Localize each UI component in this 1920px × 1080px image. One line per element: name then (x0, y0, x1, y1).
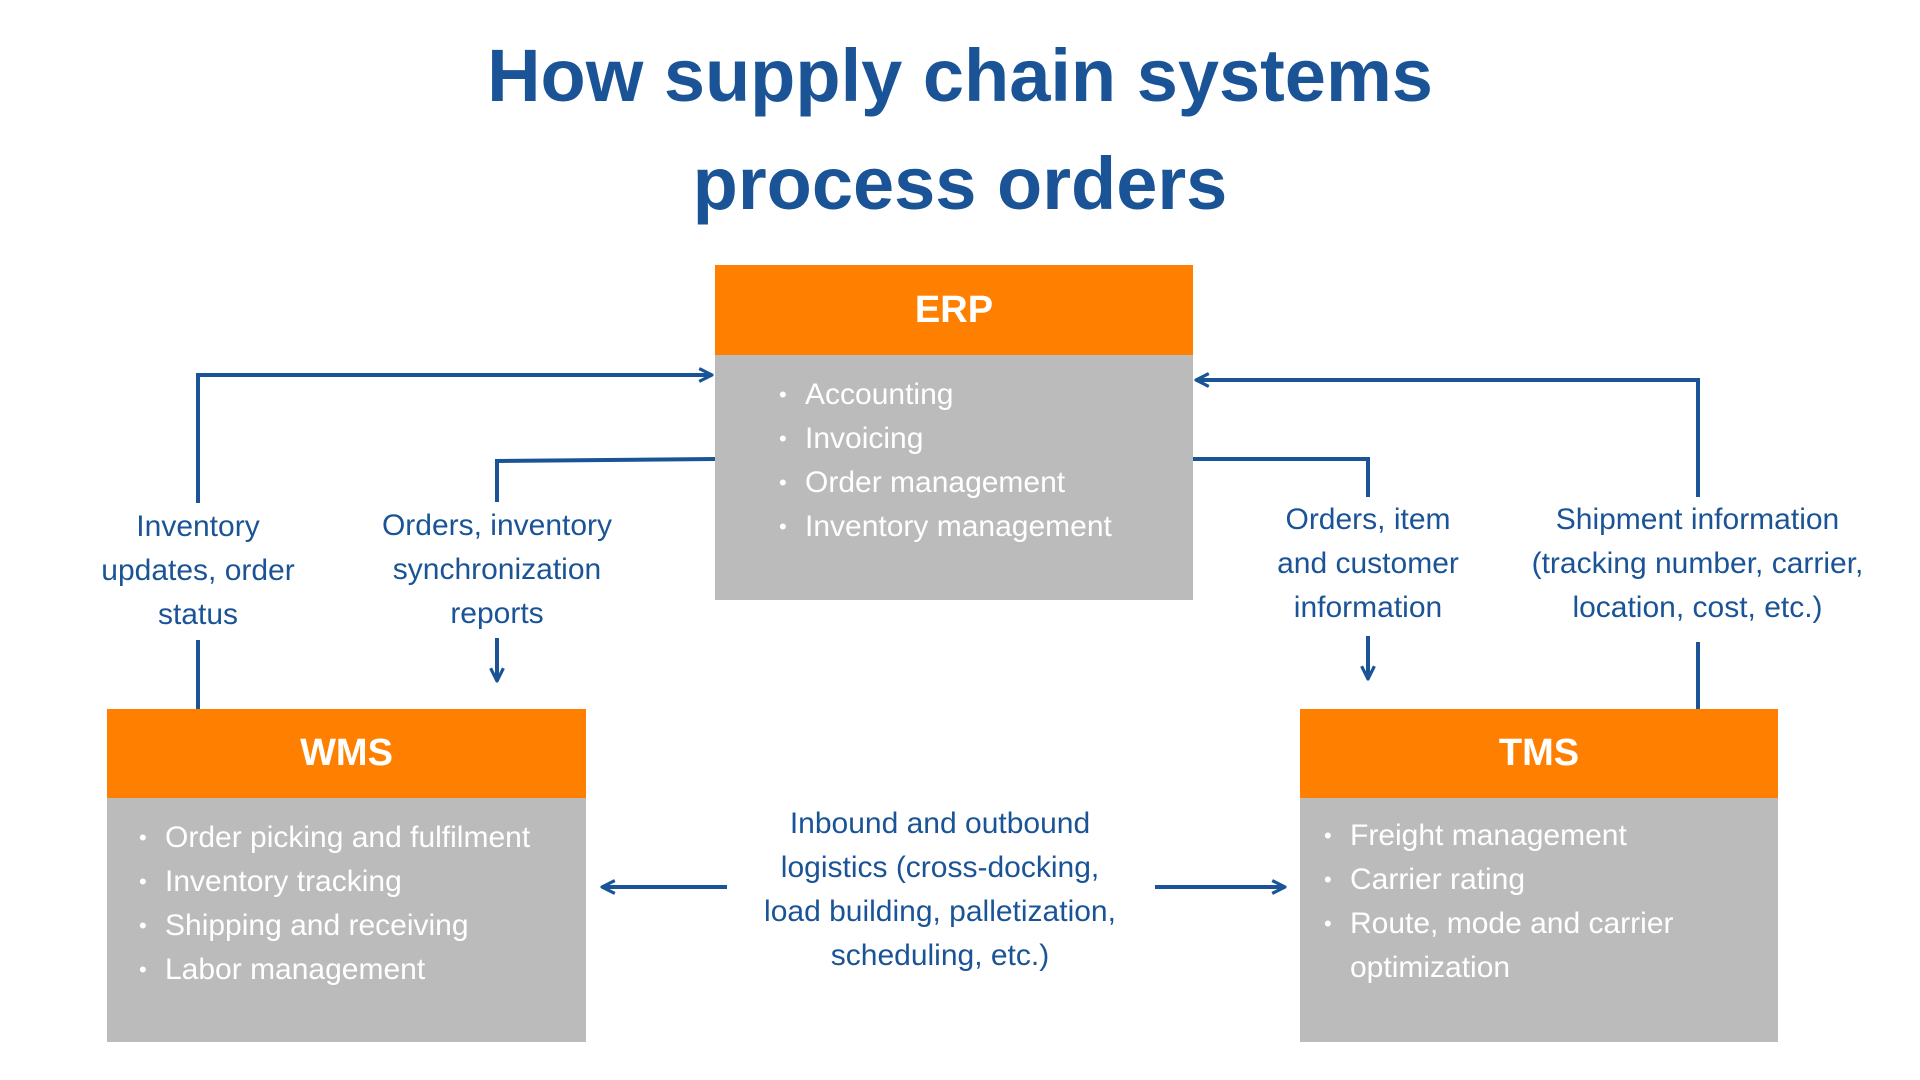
tms-box: TMS Freight management Carrier rating Ro… (1300, 709, 1778, 1042)
wms-function-item: Shipping and receiving (137, 904, 586, 948)
erp-function-item: Invoicing (777, 417, 1193, 461)
erp-header: ERP (715, 265, 1193, 355)
tms-function-item: Carrier rating (1322, 858, 1778, 902)
diagram-title: How supply chain systems process orders (0, 22, 1920, 238)
erp-body: Accounting Invoicing Order management In… (715, 355, 1193, 600)
flow-label-logistics: Inbound and outbound logistics (cross-do… (735, 802, 1145, 978)
wms-header: WMS (107, 709, 586, 798)
flow-label-line: Inventory (136, 510, 260, 543)
flow-label-line: logistics (cross-docking, (780, 851, 1100, 884)
flow-label-line: Inbound and outbound (789, 807, 1091, 840)
connector-wms-to-erp-upper (196, 375, 712, 503)
wms-function-list: Order picking and fulfilment Inventory t… (137, 816, 586, 992)
connector-erp-to-wms-upper (495, 457, 716, 502)
wms-function-item: Inventory tracking (137, 860, 586, 904)
flow-label-line: scheduling, etc.) (830, 939, 1050, 972)
flow-label-line: Shipment information (1555, 503, 1840, 536)
tms-function-list: Freight management Carrier rating Route,… (1322, 814, 1778, 990)
wms-function-item: Labor management (137, 948, 586, 992)
wms-box: WMS Order picking and fulfilment Invento… (107, 709, 586, 1042)
flow-label-line: load building, palletization, (764, 895, 1116, 928)
flow-label-tms-to-erp: Shipment information (tracking number, c… (1525, 498, 1870, 630)
flow-label-erp-to-wms: Orders, inventory synchronization report… (357, 504, 637, 636)
erp-function-item: Inventory management (777, 505, 1193, 549)
tms-header: TMS (1300, 709, 1778, 798)
flow-label-line: Orders, inventory (381, 509, 613, 542)
erp-function-list: Accounting Invoicing Order management In… (777, 373, 1193, 549)
flow-label-erp-to-tms: Orders, item and customer information (1253, 498, 1483, 630)
erp-function-item: Accounting (777, 373, 1193, 417)
wms-body: Order picking and fulfilment Inventory t… (107, 798, 586, 1042)
title-line-2: process orders (692, 142, 1228, 225)
erp-box: ERP Accounting Invoicing Order managemen… (715, 265, 1193, 600)
flow-label-line: reports (450, 597, 544, 630)
erp-function-item: Order management (777, 461, 1193, 505)
flow-label-line: status (157, 598, 239, 631)
flow-label-line: information (1293, 591, 1443, 624)
connector-tms-to-erp-upper (1196, 380, 1700, 497)
flow-label-line: synchronization (392, 553, 602, 586)
wms-function-item: Order picking and fulfilment (137, 816, 586, 860)
flow-label-line: location, cost, etc.) (1572, 591, 1823, 624)
tms-function-item: Route, mode and carrier optimization (1322, 902, 1680, 990)
flow-label-line: updates, order (101, 554, 295, 587)
flow-label-line: and customer (1277, 547, 1459, 580)
title-line-1: How supply chain systems (487, 34, 1433, 117)
flow-label-line: Orders, item (1285, 503, 1451, 536)
tms-function-item: Freight management (1322, 814, 1778, 858)
flow-label-wms-to-erp: Inventory updates, order status (78, 505, 318, 637)
tms-body: Freight management Carrier rating Route,… (1300, 798, 1778, 1042)
flow-label-line: (tracking number, carrier, (1531, 547, 1864, 580)
connector-erp-to-tms-upper (1193, 457, 1370, 497)
